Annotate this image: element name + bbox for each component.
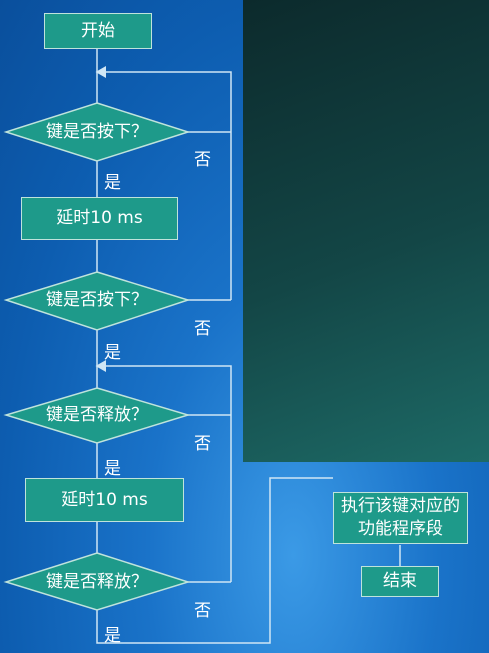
execute-line2: 功能程序段 bbox=[358, 519, 443, 539]
d1-no-label: 否 bbox=[194, 150, 211, 170]
d1-yes-label: 是 bbox=[104, 173, 121, 193]
decision1-label: 键是否按下？ bbox=[46, 122, 148, 142]
d2-no-label: 否 bbox=[194, 319, 211, 339]
d2-yes-label: 是 bbox=[104, 343, 121, 363]
d4-no-label: 否 bbox=[194, 601, 211, 621]
background-dark-panel bbox=[243, 0, 489, 462]
decision3-label: 键是否释放？ bbox=[46, 405, 148, 425]
execute-line1: 执行该键对应的 bbox=[341, 496, 460, 517]
end-node: 结束 bbox=[361, 566, 439, 597]
decision2-label: 键是否按下？ bbox=[46, 290, 148, 310]
execute-node: 执行该键对应的 功能程序段 bbox=[333, 492, 468, 544]
d3-no-label: 否 bbox=[194, 434, 211, 454]
d3-yes-label: 是 bbox=[104, 459, 121, 479]
delay1-node: 延时10 ms bbox=[21, 197, 178, 240]
delay2-node: 延时10 ms bbox=[25, 478, 184, 522]
connector-loop-2 bbox=[95, 360, 232, 582]
connector-d4-yes bbox=[96, 477, 333, 644]
start-node: 开始 bbox=[44, 13, 152, 49]
decision2-shape bbox=[3, 271, 191, 331]
d4-yes-label: 是 bbox=[104, 626, 121, 646]
decision1-shape bbox=[3, 102, 191, 162]
decision4-shape bbox=[3, 552, 191, 611]
connector-loop-1 bbox=[95, 66, 232, 300]
decision3-shape bbox=[3, 387, 191, 444]
decision4-label: 键是否释放？ bbox=[46, 572, 148, 592]
